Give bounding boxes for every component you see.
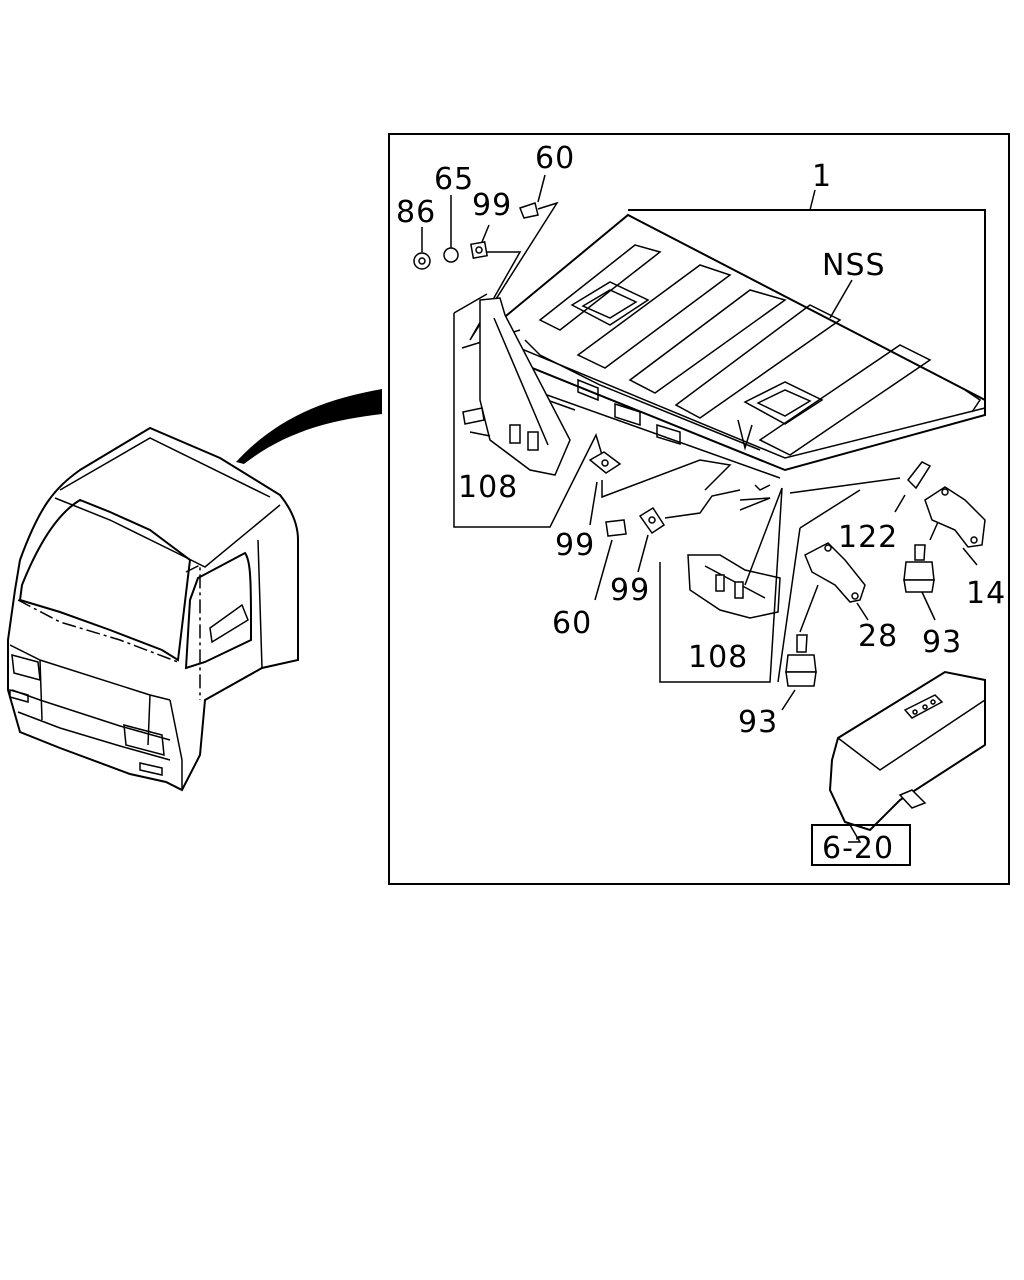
label-part-14: 14 — [966, 576, 1006, 611]
pin-122 — [777, 461, 932, 683]
leader-1 — [628, 209, 986, 400]
label-part-86: 86 — [396, 195, 436, 230]
label-part-108-right: 108 — [688, 640, 748, 675]
clip-99-mid — [588, 451, 732, 526]
label-part-93-right: 93 — [922, 625, 962, 660]
bracket-108-right — [659, 484, 783, 683]
label-part-60-mid: 60 — [552, 606, 592, 641]
screw-60-mid — [594, 519, 627, 601]
bracket-28 — [804, 542, 869, 621]
ref-box — [811, 824, 911, 866]
clip-99-low — [637, 489, 741, 573]
label-part-122: 122 — [838, 520, 898, 555]
label-part-93-low: 93 — [738, 705, 778, 740]
fastener-group-top — [413, 174, 559, 349]
bolt-93-low — [781, 584, 819, 711]
label-part-1: 1 — [812, 159, 832, 194]
detail-frame — [388, 133, 1010, 885]
label-part-65: 65 — [434, 162, 474, 197]
label-part-108-left: 108 — [458, 470, 518, 505]
cab-overview — [7, 426, 299, 792]
bracket-108-left — [453, 293, 607, 528]
label-nss: NSS — [822, 248, 886, 283]
label-part-60-top: 60 — [535, 141, 575, 176]
roof-rail-6-20 — [811, 670, 986, 866]
label-part-99-mid: 99 — [555, 528, 595, 563]
label-part-99-low: 99 — [610, 573, 650, 608]
bolt-93-right — [903, 544, 936, 621]
label-ref-6-20: 6-20 — [822, 831, 894, 866]
label-part-28: 28 — [858, 619, 898, 654]
leader-1b — [809, 189, 816, 211]
leader-nss — [829, 279, 853, 319]
bracket-14 — [924, 486, 986, 566]
label-part-99-top: 99 — [472, 188, 512, 223]
pointer-arrow — [236, 389, 382, 464]
